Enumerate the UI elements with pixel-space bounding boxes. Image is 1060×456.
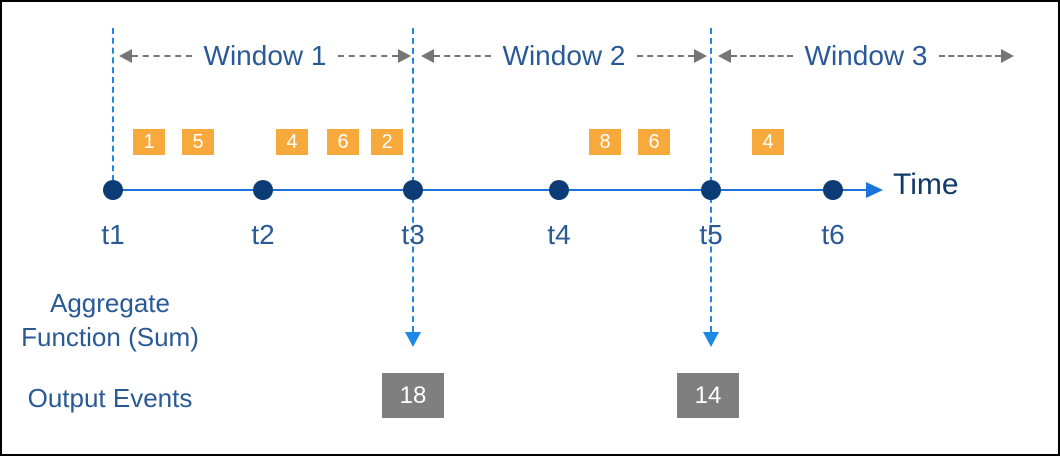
arrowhead-right-icon xyxy=(1001,49,1014,63)
window-1-label: Window 1 xyxy=(203,40,327,71)
time-axis-arrowhead-icon xyxy=(866,182,883,198)
dashed-arrow-line xyxy=(731,55,793,57)
output-down-arrow-icon-t3 xyxy=(405,332,421,347)
dashed-arrow-line xyxy=(939,55,1001,57)
tick-label-t4: t4 xyxy=(547,219,571,250)
aggregate-function-label-line2: Function (Sum) xyxy=(21,322,199,352)
event-box: 8 xyxy=(589,129,621,155)
dashed-arrow-line xyxy=(434,55,491,57)
window-boundary-line-t1 xyxy=(112,28,114,181)
tick-label-t1: t1 xyxy=(101,219,125,250)
event-box: 1 xyxy=(133,129,165,155)
arrowhead-left-icon xyxy=(421,49,434,63)
window-2-label: Window 2 xyxy=(502,40,626,71)
output-value-box-window1: 18 xyxy=(382,373,444,418)
event-box: 4 xyxy=(752,129,784,155)
output-value-box-window2: 14 xyxy=(677,373,739,418)
tick-label-t2: t2 xyxy=(251,219,275,250)
event-box: 6 xyxy=(327,129,359,155)
tick-label-t3: t3 xyxy=(401,219,425,250)
time-marker-t5 xyxy=(701,180,721,200)
event-box: 5 xyxy=(182,129,214,155)
window-span-1: Window 1 xyxy=(119,42,411,70)
window-span-3: Window 3 xyxy=(718,42,1014,70)
time-marker-t4 xyxy=(549,180,569,200)
time-marker-t6 xyxy=(823,180,843,200)
aggregate-function-label-line1: Aggregate xyxy=(50,288,170,318)
event-box: 6 xyxy=(638,129,670,155)
time-axis-label: Time xyxy=(893,168,959,201)
dashed-arrow-line xyxy=(338,55,398,57)
time-marker-t1 xyxy=(103,180,123,200)
dashed-arrow-line xyxy=(132,55,192,57)
time-marker-t3 xyxy=(403,180,423,200)
window-span-2: Window 2 xyxy=(421,42,707,70)
event-box: 4 xyxy=(276,129,308,155)
output-events-label: Output Events xyxy=(27,383,193,413)
tick-label-t6: t6 xyxy=(821,219,845,250)
arrowhead-right-icon xyxy=(694,49,707,63)
output-down-arrow-icon-t5 xyxy=(703,332,719,347)
time-marker-t2 xyxy=(253,180,273,200)
arrowhead-left-icon xyxy=(119,49,132,63)
aggregate-function-label: Aggregate Function (Sum) xyxy=(8,286,212,354)
event-box: 2 xyxy=(371,129,403,155)
dashed-arrow-line xyxy=(637,55,694,57)
tick-label-t5: t5 xyxy=(699,219,723,250)
window-3-label: Window 3 xyxy=(804,40,928,71)
arrowhead-left-icon xyxy=(718,49,731,63)
arrowhead-right-icon xyxy=(398,49,411,63)
time-axis-line xyxy=(113,189,868,191)
